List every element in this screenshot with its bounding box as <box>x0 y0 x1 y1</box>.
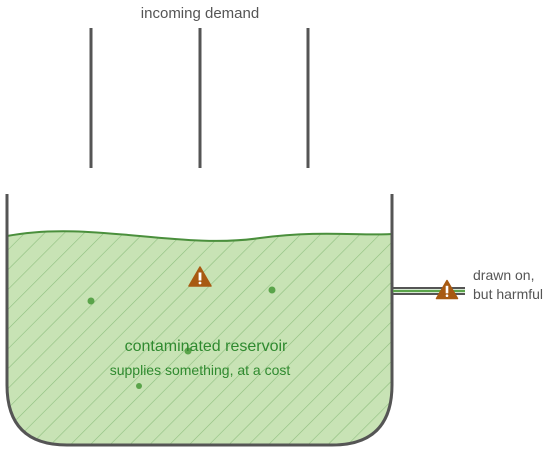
reservoir-title: contaminated reservoir <box>125 338 288 355</box>
demand-lines <box>89 28 310 168</box>
water-surface <box>6 230 393 242</box>
outlet-warning-icon <box>435 279 459 300</box>
outlet-label-line2: but harmful <box>473 286 543 302</box>
contaminant-particle <box>136 383 142 389</box>
outlet-label-line1: drawn on, <box>473 267 534 283</box>
warning-triangle-icon <box>188 266 212 287</box>
contaminant-particle <box>184 347 192 355</box>
incoming-demand-label: incoming demand <box>141 5 259 22</box>
contaminant-particles <box>87 286 276 389</box>
contaminant-particle <box>268 286 276 294</box>
reservoir-tank <box>5 194 394 447</box>
reservoir-subtitle: supplies something, at a cost <box>110 362 291 378</box>
contaminant-particle <box>87 297 95 305</box>
reservoir-water <box>6 230 393 445</box>
